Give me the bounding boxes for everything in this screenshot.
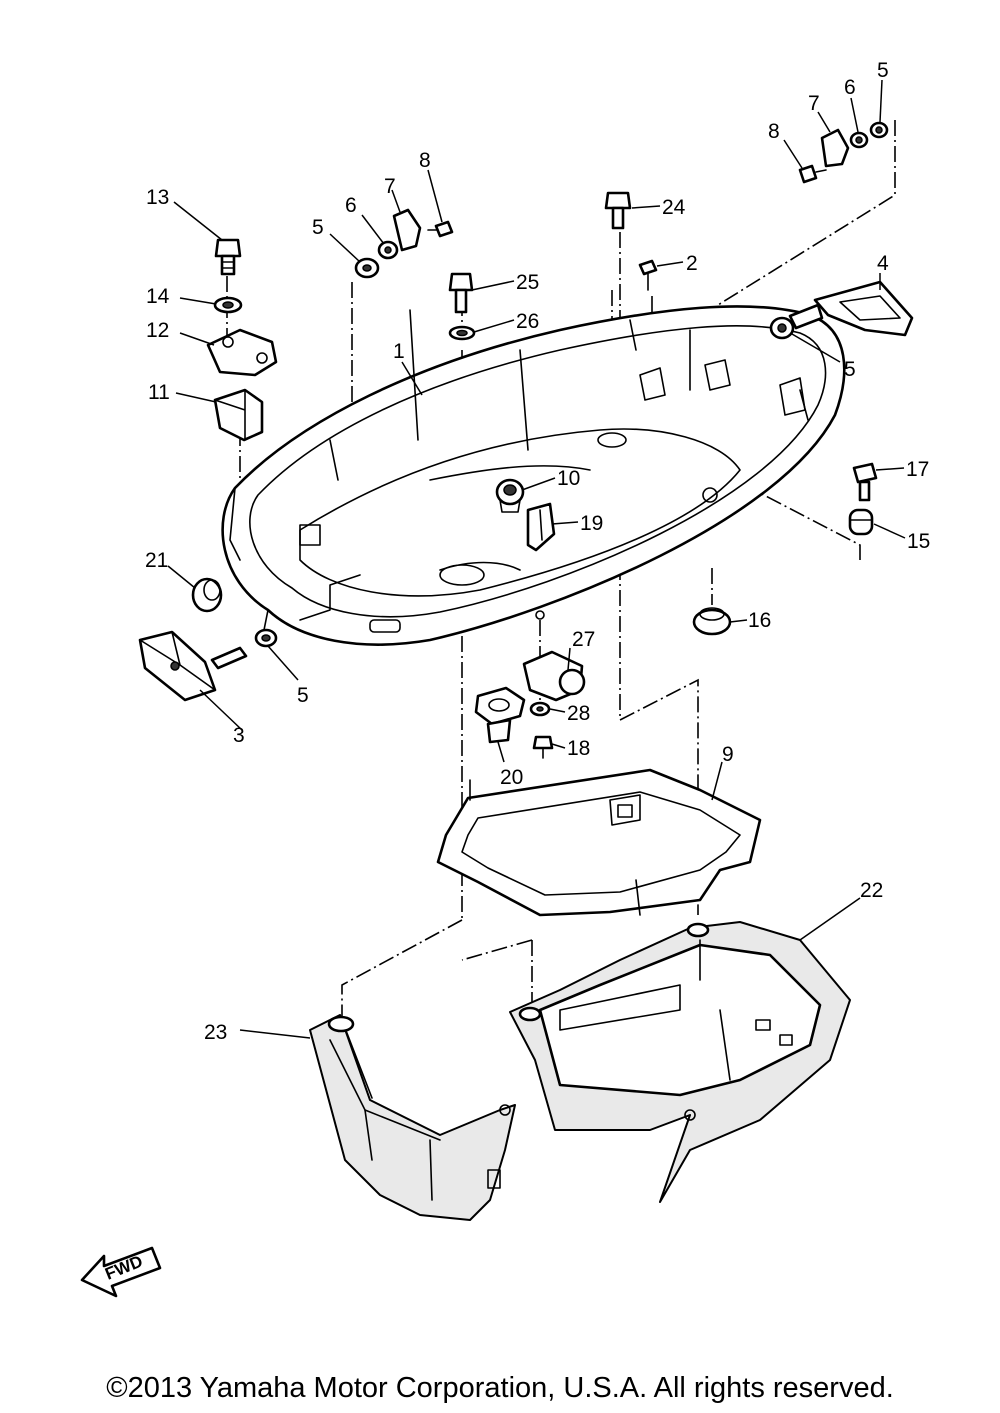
callout-25: 25 bbox=[516, 271, 539, 294]
callout-18: 18 bbox=[567, 737, 590, 760]
callout-14: 14 bbox=[146, 285, 170, 308]
part-5-grommet-top bbox=[354, 257, 380, 279]
part-6-washer-right bbox=[849, 131, 869, 149]
part-12-bracket bbox=[206, 328, 278, 377]
leader-lines bbox=[167, 79, 906, 1039]
callout-6-top: 6 bbox=[345, 194, 357, 217]
callout-24: 24 bbox=[662, 196, 686, 219]
part-11-block bbox=[213, 388, 264, 442]
callout-11: 11 bbox=[148, 381, 170, 404]
bottom-cowling bbox=[221, 305, 846, 646]
callout-6-right: 6 bbox=[844, 76, 856, 99]
callout-26: 26 bbox=[516, 310, 539, 333]
callout-15: 15 bbox=[907, 530, 930, 553]
fwd-arrow-icon: FWD bbox=[80, 1246, 162, 1298]
part-8-screw-right bbox=[798, 164, 827, 184]
part-13-bolt bbox=[214, 238, 242, 276]
callout-27: 27 bbox=[572, 628, 595, 651]
callout-28: 28 bbox=[567, 702, 590, 725]
callout-22: 22 bbox=[860, 879, 883, 902]
part-23-side-cover bbox=[309, 1014, 516, 1221]
part-21-plug bbox=[191, 577, 223, 613]
part-5-grommet-right bbox=[769, 316, 795, 340]
part-9-frame bbox=[436, 768, 762, 917]
part-7-clip-top bbox=[392, 208, 422, 252]
callout-17: 17 bbox=[906, 458, 929, 481]
part-17-bolt bbox=[852, 462, 878, 502]
callout-5-right-top: 5 bbox=[877, 59, 889, 82]
part-25-bolt bbox=[448, 272, 474, 314]
callout-5-top: 5 bbox=[312, 216, 324, 239]
part-26-washer bbox=[448, 325, 476, 341]
part-8-screw-top bbox=[427, 220, 454, 238]
callout-12: 12 bbox=[146, 319, 169, 342]
callout-20: 20 bbox=[500, 766, 523, 789]
callout-8-top: 8 bbox=[419, 149, 431, 172]
callout-9: 9 bbox=[722, 743, 734, 766]
part-27-bracket bbox=[522, 650, 586, 702]
part-10-grommet bbox=[495, 478, 525, 513]
callout-10: 10 bbox=[557, 467, 580, 490]
part-2-screw bbox=[638, 259, 658, 291]
callout-7-right: 7 bbox=[808, 92, 820, 115]
part-5-grommet-right-top bbox=[869, 121, 889, 139]
callout-numbers: 1 2 3 4 5 5 5 5 6 6 7 7 8 8 9 10 11 12 1… bbox=[145, 59, 930, 1044]
part-6-washer-top bbox=[377, 240, 399, 260]
part-24-bolt bbox=[604, 191, 632, 230]
part-22-side-cover bbox=[509, 921, 851, 1203]
callout-23: 23 bbox=[204, 1021, 227, 1044]
part-3-stay bbox=[138, 630, 248, 702]
callout-21: 21 bbox=[145, 549, 168, 572]
callout-16: 16 bbox=[748, 609, 771, 632]
part-15-grommet bbox=[848, 508, 874, 536]
callout-4: 4 bbox=[877, 252, 889, 275]
copyright-notice: ©2013 Yamaha Motor Corporation, U.S.A. A… bbox=[106, 1372, 894, 1404]
callout-3: 3 bbox=[233, 724, 245, 747]
callout-2: 2 bbox=[686, 252, 698, 275]
part-28-washer bbox=[529, 701, 551, 717]
part-7-clip-right bbox=[820, 128, 850, 168]
part-19-clip bbox=[526, 502, 556, 552]
callout-1: 1 bbox=[393, 340, 405, 363]
part-18-screw bbox=[532, 735, 554, 759]
part-20-drain bbox=[474, 686, 526, 744]
part-16-grommet bbox=[692, 607, 732, 636]
callout-5-right: 5 bbox=[844, 358, 856, 381]
callout-19: 19 bbox=[580, 512, 603, 535]
part-5-grommet-left bbox=[254, 628, 278, 648]
callout-8-right: 8 bbox=[768, 120, 780, 143]
part-14-washer bbox=[213, 296, 243, 314]
callout-13: 13 bbox=[146, 186, 169, 209]
callout-7-top: 7 bbox=[384, 175, 396, 198]
callout-5-left: 5 bbox=[297, 684, 309, 707]
